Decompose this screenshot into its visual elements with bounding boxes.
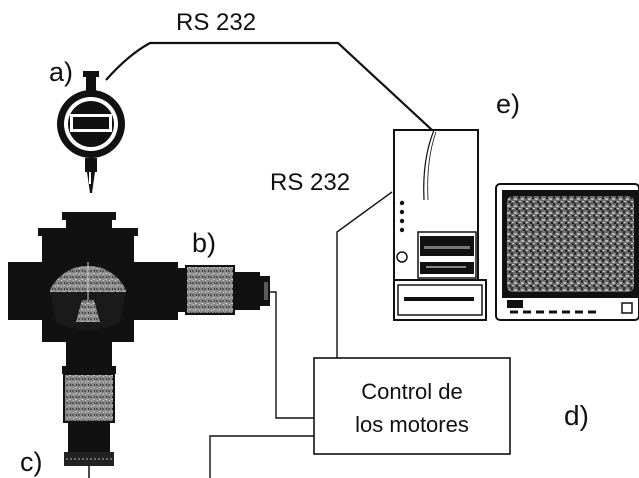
label-a: a)	[49, 57, 73, 87]
motor-control-box: Control de los motores	[313, 357, 511, 455]
computer-tower	[393, 129, 487, 321]
control-box-line2: los motores	[355, 412, 469, 437]
motor-cable-b	[268, 291, 314, 419]
label-rs232-top: RS 232	[176, 9, 256, 36]
motor-b	[176, 265, 270, 315]
dial-indicator	[57, 71, 125, 193]
label-b: b)	[192, 228, 216, 258]
label-d: d)	[564, 400, 589, 431]
label-rs232-mid: RS 232	[270, 169, 350, 196]
control-box-line1: Control de	[361, 379, 463, 404]
label-e: e)	[496, 89, 520, 119]
monitor	[495, 183, 639, 321]
rs232-cable-mid	[336, 191, 393, 360]
motorized-stage	[8, 212, 178, 374]
rs232-cable-top	[105, 41, 433, 131]
label-c: c)	[20, 447, 43, 477]
motor-cable-c	[209, 435, 314, 478]
motor-c	[63, 373, 115, 478]
